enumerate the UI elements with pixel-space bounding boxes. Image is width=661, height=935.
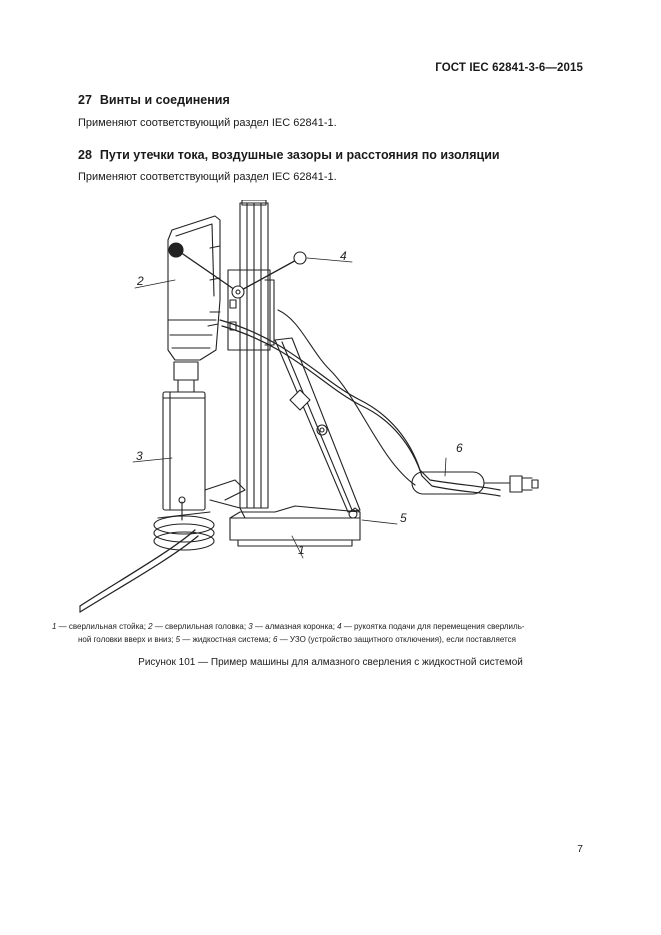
power-cable bbox=[277, 309, 416, 486]
legend-num: 5 bbox=[175, 635, 181, 644]
legend-text: — рукоятка подачи для перемещения сверли… bbox=[341, 622, 525, 631]
section-27-number: 27 bbox=[78, 93, 92, 107]
legend-text: — алмазная коронка; bbox=[252, 622, 338, 631]
legend-text: — сверлильная стойка; bbox=[56, 622, 149, 631]
callout-4: 4 bbox=[340, 249, 347, 263]
section-28-title: Пути утечки тока, воздушные зазоры и рас… bbox=[99, 148, 500, 162]
section-28-number: 28 bbox=[78, 148, 92, 162]
support-strut bbox=[274, 337, 361, 513]
page-number: 7 bbox=[577, 843, 583, 855]
water-hose bbox=[79, 529, 196, 607]
legend-text: — жидкостная система; bbox=[180, 635, 274, 644]
callout-3: 3 bbox=[136, 449, 143, 463]
drill-head bbox=[167, 215, 221, 361]
legend-num: 6 bbox=[273, 635, 278, 644]
callout-5: 5 bbox=[400, 511, 407, 525]
section-27-title: Винты и соединения bbox=[99, 93, 230, 107]
callout-2: 2 bbox=[136, 274, 144, 288]
legend-num: 1 bbox=[52, 622, 57, 631]
coolant-tube bbox=[219, 319, 501, 491]
legend-line-1: 1 — сверлильная стойка; 2 — сверлильная … bbox=[52, 620, 597, 633]
legend-text: — сверлильная головка; bbox=[152, 622, 249, 631]
figure-legend: 1 — сверлильная стойка; 2 — сверлильная … bbox=[52, 620, 597, 646]
figure-caption: Рисунок 101 — Пример машины для алмазног… bbox=[138, 657, 523, 668]
section-27-heading: 27 Винты и соединения bbox=[78, 93, 230, 107]
section-28-heading: 28 Пути утечки тока, воздушные зазоры и р… bbox=[78, 148, 500, 162]
legend-line-2: ной головки вверх и вниз; 5 — жидкостная… bbox=[52, 633, 597, 646]
standard-code: ГОСТ IEC 62841-3-6—2015 bbox=[435, 62, 583, 74]
legend-text: — УЗО (устройство защитного отключения),… bbox=[277, 635, 516, 644]
legend-num: 4 bbox=[337, 622, 342, 631]
drill-machine-drawing: 1 2 3 4 5 6 bbox=[79, 200, 539, 613]
callout-1: 1 bbox=[298, 543, 305, 557]
legend-text: ной головки вверх и вниз; bbox=[78, 635, 176, 644]
section-27-text: Применяют соответствующий раздел IEC 628… bbox=[78, 117, 337, 129]
callout-6: 6 bbox=[456, 441, 463, 455]
legend-num: 3 bbox=[248, 622, 253, 631]
section-28-text: Применяют соответствующий раздел IEC 628… bbox=[78, 171, 337, 183]
legend-num: 2 bbox=[148, 622, 153, 631]
core-bit bbox=[162, 391, 206, 511]
drill-machine-figure: 1 2 3 4 5 6 bbox=[60, 200, 600, 620]
